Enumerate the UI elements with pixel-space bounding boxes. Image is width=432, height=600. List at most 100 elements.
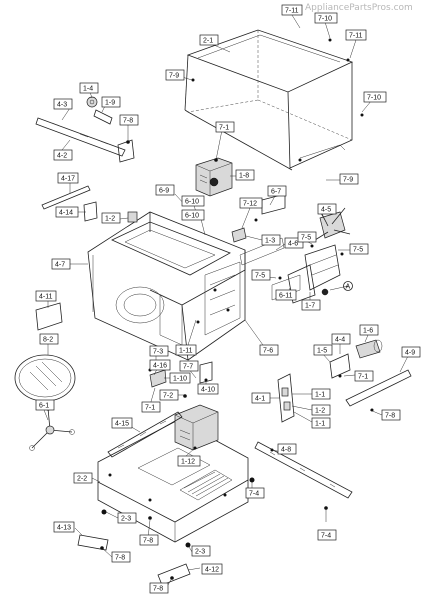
callout: 4-14 [55, 206, 79, 218]
callout: 4-13 [53, 521, 75, 533]
callout-text: 7-1 [358, 374, 368, 381]
callout: 4-10 [197, 383, 219, 395]
callout: 7-8 [381, 409, 401, 421]
callout-text: 7-10 [367, 95, 381, 102]
callout: 6-11 [275, 289, 297, 301]
callout: 6-10 [181, 195, 205, 207]
callout: 4-9 [401, 346, 421, 358]
callout-text: 6-7 [271, 189, 281, 196]
callout: 6-1 [35, 399, 55, 411]
callout: 7-11 [345, 29, 367, 41]
callout: 7-1 [141, 401, 161, 413]
callout-text: 4-15 [115, 421, 129, 428]
callout-text: 1-2 [105, 216, 115, 223]
callout: 1-10 [169, 372, 191, 384]
callout-text: 1-6 [363, 328, 373, 335]
callout: 4-8 [277, 443, 297, 455]
callout: 7-4 [245, 487, 265, 499]
callout-text: 7-1 [219, 125, 229, 132]
callout-text: 1-10 [173, 376, 187, 383]
callout: 7-10 [363, 91, 387, 103]
magnetron [195, 157, 233, 197]
callout: 4-15 [111, 417, 133, 429]
hinge-bracket-4-2 [35, 117, 135, 163]
thermal-cutout-1-3 [231, 227, 247, 243]
callout-text: 4-7 [55, 262, 65, 269]
callout-text: 7-8 [153, 586, 163, 593]
callout-text: 7-5 [353, 247, 363, 254]
callout: 1-8 [235, 169, 255, 181]
callout-text: 7-8 [123, 118, 133, 125]
lamp-rail-4-17 [41, 185, 91, 210]
callout-text: 4-8 [281, 447, 291, 454]
foot-bracket-4-12 [157, 563, 191, 586]
callout-text: 4-14 [59, 210, 73, 217]
callout: 7-9 [165, 69, 185, 81]
callout-text: 7-7 [183, 364, 193, 371]
watermark: AppliancePartsPros.com [305, 3, 413, 13]
callout: 7-5 [297, 231, 317, 243]
callout: 7-1 [354, 370, 374, 382]
reference-marker-a [343, 281, 353, 291]
capacitor-1-6 [355, 339, 383, 359]
callout-text: 4-2 [57, 153, 67, 160]
callout-text: 1-5 [317, 348, 327, 355]
foot-bracket-4-13 [77, 534, 109, 551]
callout: 7-11 [281, 4, 303, 16]
callout: 2-2 [73, 472, 93, 484]
glass-turntable-tray [14, 354, 76, 402]
callout: 2-3 [191, 545, 211, 557]
callout: 7-3 [149, 345, 169, 357]
callout: 1-7 [301, 299, 321, 311]
callout-text: 2-3 [121, 516, 131, 523]
switch-bracket-4-14 [83, 201, 98, 222]
callout-text: 7-8 [143, 538, 153, 545]
callout-text: 4-13 [57, 525, 71, 532]
callout-text: 6-9 [159, 188, 169, 195]
callout-text: 7-9 [343, 177, 353, 184]
marker-a-text: A [346, 284, 351, 291]
callout-text: 1-1 [315, 421, 325, 428]
oven-cavity-chassis [87, 211, 246, 361]
callout: 1-12 [177, 455, 201, 467]
callout-text: 7-11 [285, 8, 299, 15]
callout: 1-6 [359, 324, 379, 336]
callout-text: 1-8 [239, 173, 249, 180]
rail-4-15 [107, 411, 183, 458]
callout-text: 6-10 [185, 199, 199, 206]
callout: 7-9 [339, 173, 359, 185]
callout-text: 4-1 [255, 396, 265, 403]
callout: 4-6 [284, 237, 304, 249]
callout-text: 1-3 [265, 238, 275, 245]
callout: 7-8 [149, 582, 169, 594]
callout-text: 8-2 [43, 337, 53, 344]
callout-text: 1-7 [305, 303, 315, 310]
callout: 1-2 [311, 404, 331, 416]
switch-1-2-upper [127, 211, 138, 223]
callout-text: 1-11 [179, 348, 193, 355]
rail-4-8 [254, 441, 353, 499]
callout-text: 1-2 [315, 408, 325, 415]
roller-support [29, 405, 75, 451]
rail-4-9 [345, 369, 412, 407]
callout-text: 4-5 [321, 207, 331, 214]
callout: 4-1 [251, 392, 271, 404]
callout: 7-8 [111, 551, 131, 563]
callout-text: 7-3 [153, 349, 163, 356]
callout: 4-4 [331, 333, 351, 345]
callout: 7-8 [139, 534, 159, 546]
callout: 8-2 [39, 333, 59, 345]
callout: 6-7 [267, 185, 287, 197]
callout: 7-6 [259, 344, 279, 356]
waveguide-cover-6-7 [261, 193, 286, 215]
callout: 1-1 [311, 388, 331, 400]
callout-text: 7-12 [243, 201, 257, 208]
callout: 4-11 [35, 290, 57, 302]
callout: 4-5 [317, 203, 337, 215]
cover-plate-4-11 [35, 302, 63, 331]
screws [100, 140, 374, 580]
callout-text: 1-12 [181, 459, 195, 466]
switch-holder-4-1 [277, 373, 295, 423]
leader-lines [43, 14, 409, 586]
